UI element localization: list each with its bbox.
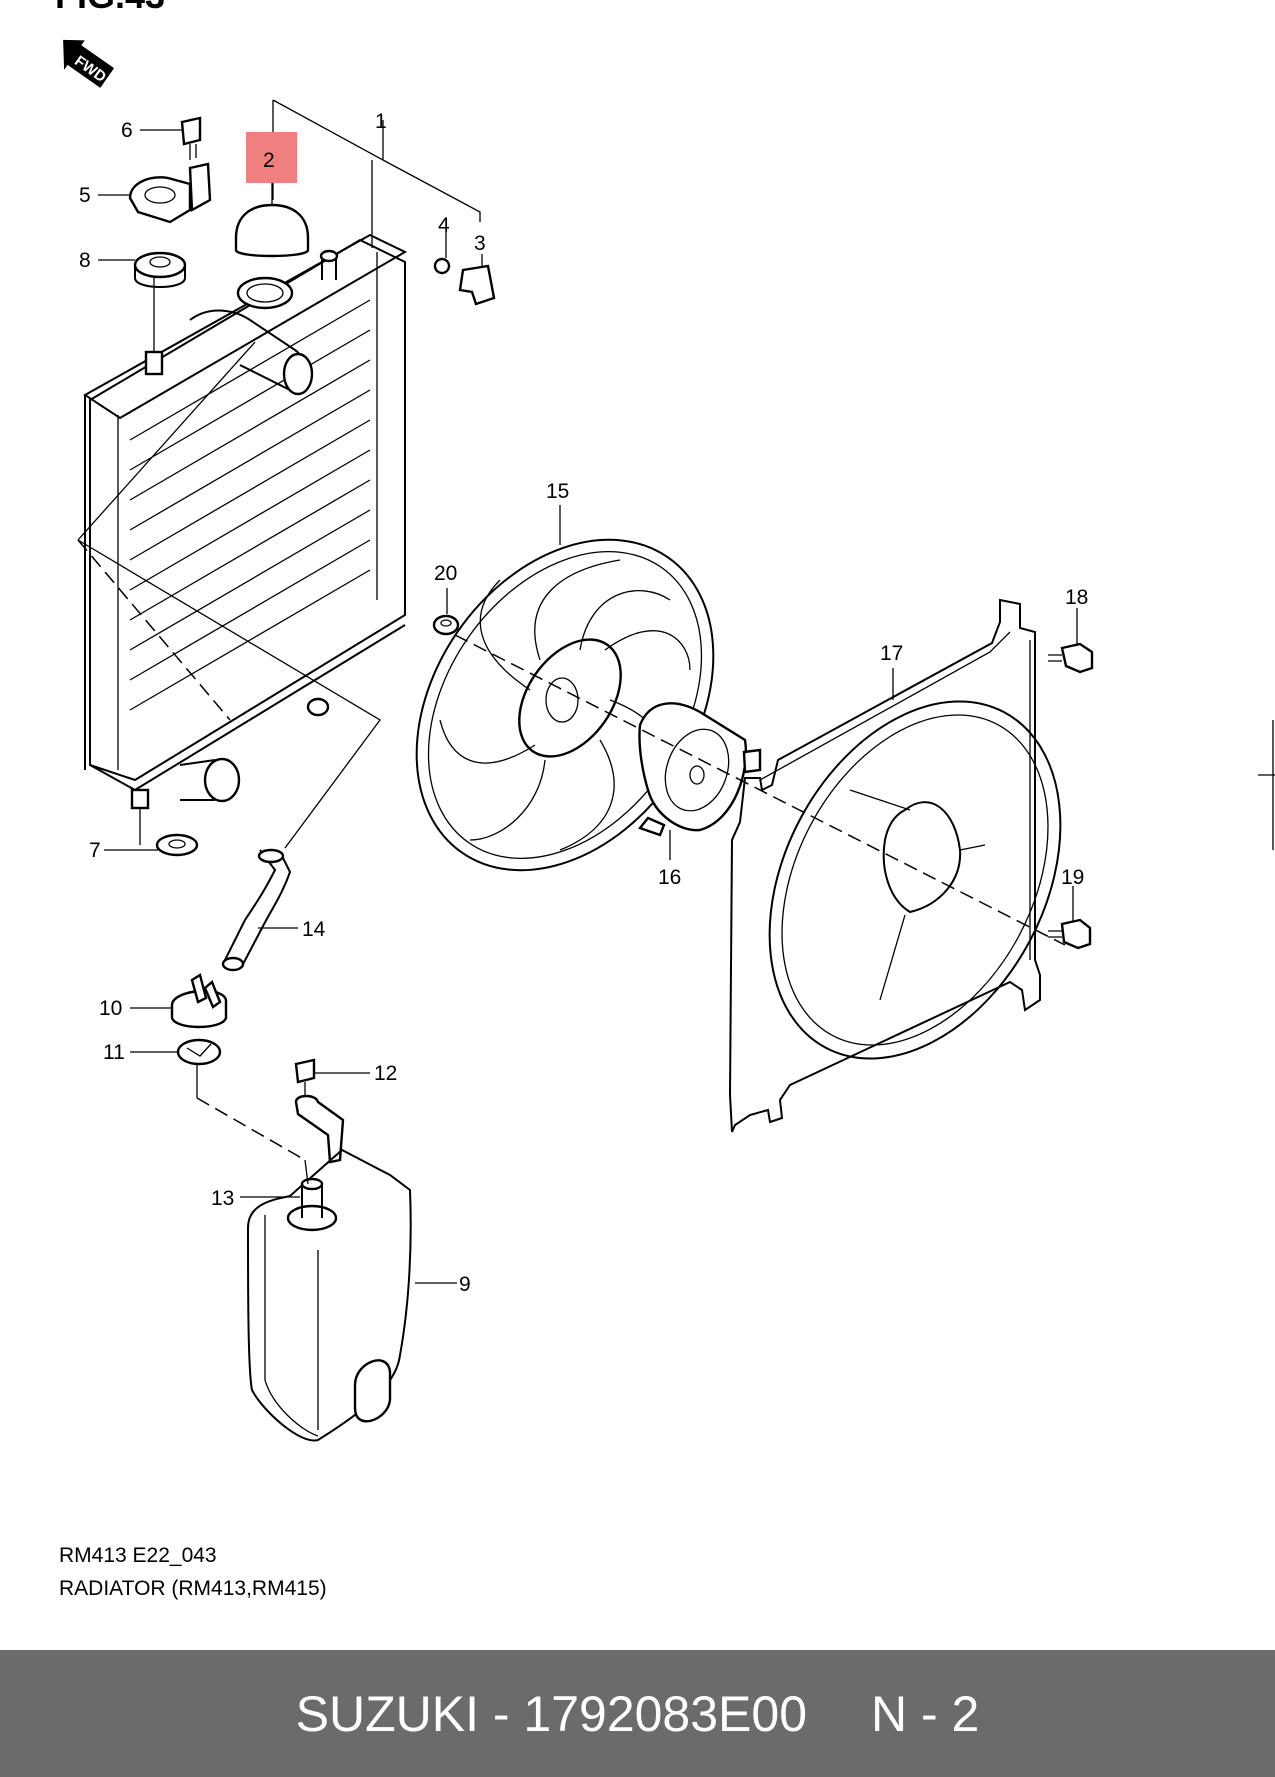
callout-14: 14 bbox=[302, 918, 326, 941]
diagram-title: RADIATOR (RM413,RM415) bbox=[59, 1577, 327, 1600]
callout-10: 10 bbox=[99, 997, 122, 1020]
callout-7: 7 bbox=[89, 839, 101, 862]
highlight-box bbox=[246, 132, 297, 183]
callout-18: 18 bbox=[1065, 586, 1088, 609]
callout-19: 19 bbox=[1061, 866, 1084, 889]
reservoir-bracket bbox=[294, 1094, 345, 1164]
cap-gasket bbox=[176, 1038, 222, 1066]
callout-16: 16 bbox=[658, 866, 681, 889]
diagram-position: N - 2 bbox=[871, 1685, 980, 1742]
callout-20: 20 bbox=[434, 562, 457, 585]
diagram-code: RM413 E22_043 bbox=[59, 1544, 217, 1567]
bolt-6 bbox=[180, 116, 202, 160]
part-number: SUZUKI - 1792083E00 bbox=[295, 1685, 808, 1742]
bolt-19 bbox=[1048, 918, 1092, 950]
callout-17: 17 bbox=[880, 642, 903, 665]
bolt-18 bbox=[1048, 642, 1094, 674]
callout-13: 13 bbox=[211, 1187, 234, 1210]
fan-motor bbox=[638, 702, 762, 837]
radiator bbox=[83, 233, 408, 845]
cooling-fan bbox=[415, 538, 715, 872]
callout-11: 11 bbox=[103, 1041, 125, 1064]
callout-3: 3 bbox=[474, 232, 486, 255]
callout-8: 8 bbox=[79, 249, 91, 272]
reservoir-cap bbox=[170, 973, 228, 1029]
callout-6: 6 bbox=[121, 119, 133, 142]
radiator-cap bbox=[234, 203, 310, 258]
callout-4: 4 bbox=[438, 214, 450, 237]
grommet-8 bbox=[133, 251, 187, 288]
drain-plug bbox=[458, 254, 496, 306]
fig-label: FIG.43 bbox=[55, 0, 165, 16]
fwd-arrow-icon: FWD bbox=[63, 39, 115, 88]
callout-15: 15 bbox=[546, 480, 569, 503]
overflow-hose bbox=[221, 848, 292, 972]
callout-12: 12 bbox=[374, 1062, 397, 1085]
callout-2: 2 bbox=[263, 149, 275, 172]
callout-5: 5 bbox=[79, 184, 91, 207]
parts-diagram: FIG.43 FWD bbox=[55, 0, 1275, 1442]
fan-nut bbox=[432, 614, 460, 636]
radiator-core-fins bbox=[129, 299, 371, 711]
callout-1: 1 bbox=[375, 110, 387, 133]
footer-bar: SUZUKI - 1792083E00 N - 2 bbox=[0, 1650, 1275, 1777]
callout-9: 9 bbox=[459, 1273, 471, 1296]
fan-shroud bbox=[728, 598, 1062, 1133]
bolt-12 bbox=[294, 1058, 316, 1096]
grommet-7 bbox=[155, 833, 199, 857]
cap-bracket bbox=[128, 162, 212, 224]
coolant-reservoir bbox=[246, 1148, 412, 1442]
